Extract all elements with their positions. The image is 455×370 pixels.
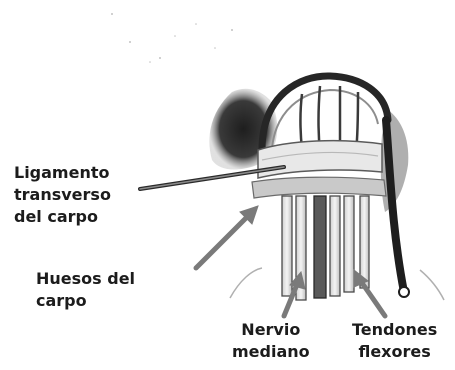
label-line: carpo <box>36 290 135 312</box>
label-line: flexores <box>352 341 437 363</box>
label-line: mediano <box>232 341 310 363</box>
label-line: Tendones <box>352 319 437 341</box>
label-nervio-mediano: Nervio mediano <box>232 319 310 363</box>
label-line: del carpo <box>14 206 111 228</box>
label-line: transverso <box>14 184 111 206</box>
label-line: Nervio <box>232 319 310 341</box>
transverse-ligament <box>258 141 382 178</box>
huesos-arrow <box>196 206 258 268</box>
carpal-bone-band <box>252 177 386 198</box>
label-ligamento-transverso: Ligamento transverso del carpo <box>14 162 111 228</box>
paper-speckle <box>111 13 233 63</box>
upper-arch <box>262 76 388 150</box>
label-huesos-del-carpo: Huesos del carpo <box>36 268 135 312</box>
label-line: Ligamento <box>14 162 111 184</box>
label-line: Huesos del <box>36 268 135 290</box>
label-tendones-flexores: Tendones flexores <box>352 319 437 363</box>
